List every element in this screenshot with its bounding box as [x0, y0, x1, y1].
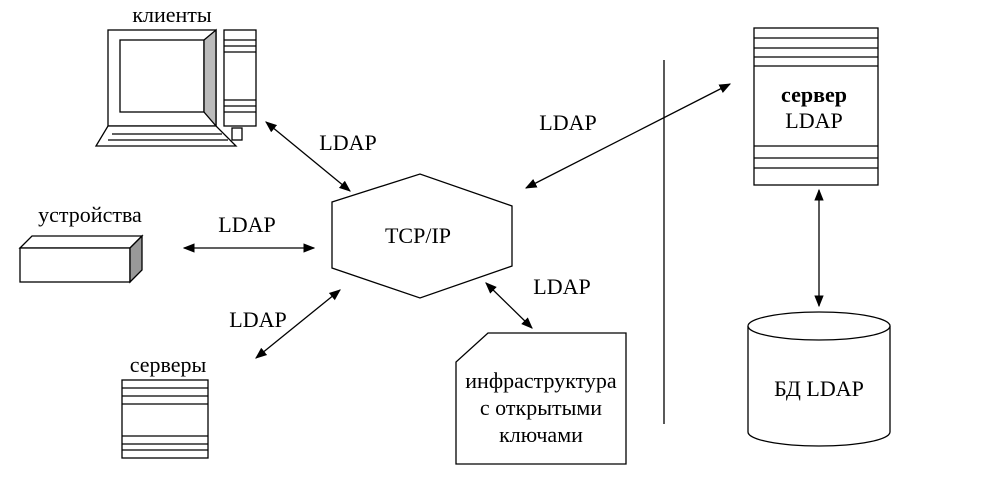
pki-document-shape	[455, 332, 627, 465]
edge-label-server: LDAP	[539, 110, 596, 135]
edge-label-servers: LDAP	[229, 307, 286, 332]
ldap-server-icon	[753, 27, 879, 186]
server-arrow	[524, 83, 732, 189]
ldap-database-icon	[747, 311, 891, 447]
edge-label-pki: LDAP	[533, 274, 590, 299]
device-box-icon	[18, 234, 144, 284]
server-title-label: сервер	[781, 82, 847, 107]
client-computer-icon	[94, 28, 257, 147]
edge-label-devices: LDAP	[218, 212, 275, 237]
tcpip-label: TCP/IP	[385, 223, 451, 248]
servers-stack-icon	[121, 379, 209, 459]
devices-label: устройства	[38, 202, 142, 227]
pki-label-line2: с открытыми	[480, 395, 602, 420]
server-ldap-label: LDAP	[785, 108, 842, 133]
edge-label-clients: LDAP	[319, 130, 376, 155]
tcpip-network-hexagon	[331, 173, 513, 299]
pki-arrow	[485, 282, 533, 329]
pki-label-line1: инфраструктура	[465, 368, 617, 393]
pki-label-line3: ключами	[499, 422, 583, 447]
clients-label: клиенты	[132, 2, 212, 27]
servers-label: серверы	[130, 352, 207, 377]
clients-arrow	[265, 121, 351, 192]
db-label: БД LDAP	[774, 376, 864, 401]
servers-arrow	[255, 289, 341, 359]
